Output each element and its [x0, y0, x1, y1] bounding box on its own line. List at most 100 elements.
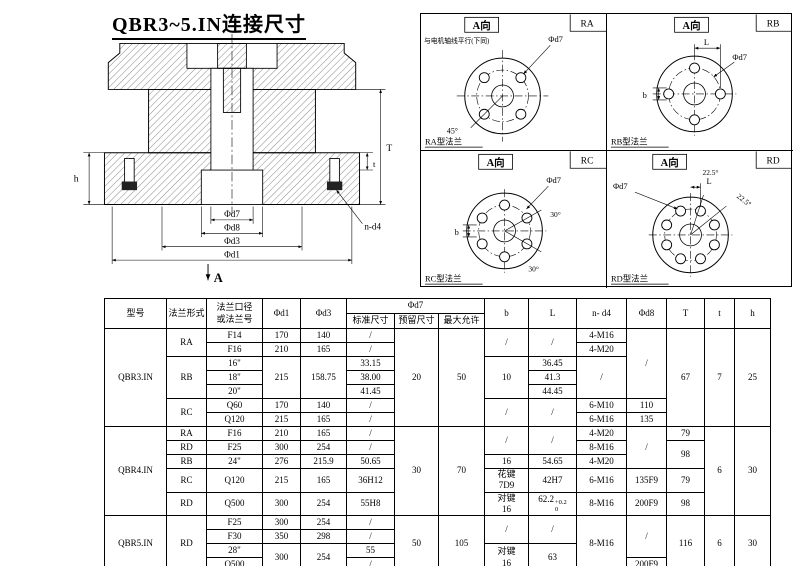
table-cell: / [346, 529, 395, 544]
table-cell: / [484, 426, 529, 455]
table-cell: 79 [666, 426, 705, 441]
table-cell: 6 [704, 426, 735, 516]
table-cell: Q500 [206, 491, 263, 516]
bolt-hole [695, 253, 706, 265]
table-cell: 4-M20 [576, 454, 627, 469]
flange-code: RC [581, 156, 594, 166]
flange-type-caption: RC型法兰 [425, 274, 462, 284]
table-cell: RB [166, 356, 207, 399]
table-cell: / [626, 328, 667, 399]
bolt-hole [689, 62, 700, 74]
table-cell: 28" [206, 543, 263, 558]
table-cell: h [734, 298, 771, 329]
table-cell: 79 [666, 468, 705, 493]
table-cell: 165 [300, 342, 347, 357]
bolt-hole [708, 239, 720, 251]
table-cell: QBR4.IN [104, 426, 167, 516]
table-cell: / [626, 515, 667, 558]
table-cell: 215.9 [300, 454, 347, 469]
table-cell: 110 [626, 398, 667, 413]
table-cell: 67 [666, 328, 705, 427]
angle-label: 45° [447, 127, 458, 136]
flange-type-caption: RB型法兰 [611, 137, 648, 147]
dim-label-d7: Φd7 [548, 34, 563, 44]
dim-label-T: T [386, 143, 392, 154]
flange-code: RB [767, 19, 780, 29]
table-cell: 55 [346, 543, 395, 558]
table-cell: 7 [704, 328, 735, 427]
table-cell: 20" [206, 384, 263, 399]
table-cell: / [528, 328, 577, 357]
table-cell: 4-M16 [576, 328, 627, 343]
table-cell: 36H12 [346, 468, 395, 493]
table-cell: 4-M20 [576, 426, 627, 441]
angle-label: 30° [550, 210, 560, 219]
table-cell: 55H8 [346, 491, 395, 516]
table-cell: RA [166, 328, 207, 357]
bolt-hole [499, 251, 510, 263]
bolt-hole [714, 88, 726, 100]
table-cell: F16 [206, 426, 263, 441]
table-cell: L [528, 298, 577, 329]
table-cell: F25 [206, 515, 263, 530]
table-cell: 165 [300, 412, 347, 427]
table-cell: Φd3 [300, 298, 347, 329]
bolt-hole [689, 114, 700, 126]
parallel-note: 与电机轴线平行(下同) [424, 36, 489, 45]
bolt-hole [661, 239, 673, 251]
bolt-hole [515, 108, 527, 120]
bolt-hole [476, 212, 488, 224]
table-cell: 对键 16 [484, 543, 529, 566]
table-cell: 210 [262, 426, 301, 441]
table-cell: QBR3.IN [104, 328, 167, 427]
dim-label-d8: Φd8 [224, 222, 240, 232]
table-cell: 10 [484, 356, 529, 399]
bolt-hole [675, 205, 687, 217]
table-cell: 8-M16 [576, 515, 627, 566]
table-cell: 4-M20 [576, 342, 627, 357]
table-cell: / [346, 398, 395, 413]
dim-label-L: L [706, 176, 711, 186]
table-cell: n- d4 [576, 298, 627, 329]
table-cell: RA [166, 426, 207, 441]
flange-code: RA [581, 19, 594, 29]
table-cell: 165 [300, 468, 347, 493]
table-cell: 42H7 [528, 468, 577, 493]
flange-view-panels: A向 RA 与电机轴线平行(下同) Φd7 45° RA型法兰 [420, 13, 793, 288]
dim-label-h: h [74, 174, 79, 185]
table-cell: 170 [262, 398, 301, 413]
table-cell: 350 [262, 529, 301, 544]
flange-type-caption: RD型法兰 [611, 274, 648, 284]
section-arrow-label: A [214, 271, 223, 285]
table-cell: 210 [262, 342, 301, 357]
dim-label-d3: Φd3 [224, 236, 240, 246]
table-cell: 116 [666, 515, 705, 566]
dim-label-b: b [455, 227, 459, 237]
panel-ra: A向 RA 与电机轴线平行(下同) Φd7 45° RA型法兰 [421, 14, 607, 151]
table-cell: Q120 [206, 412, 263, 427]
table-cell: / [626, 426, 667, 469]
bolt-right [326, 158, 343, 191]
table-cell: 276 [262, 454, 301, 469]
dim-label-nd4: n-d4 [364, 221, 381, 231]
table-cell: 30 [734, 515, 771, 566]
table-cell: 170 [262, 328, 301, 343]
dim-label-d7: Φd7 [546, 175, 561, 185]
table-cell: 25 [734, 328, 771, 427]
table-cell: / [346, 426, 395, 441]
flange-code: RD [767, 156, 780, 166]
table-cell: / [346, 328, 395, 343]
bolt-hole [476, 238, 488, 250]
table-cell: 215 [262, 468, 301, 493]
table-cell: 215 [262, 412, 301, 427]
table-cell: 165 [300, 426, 347, 441]
